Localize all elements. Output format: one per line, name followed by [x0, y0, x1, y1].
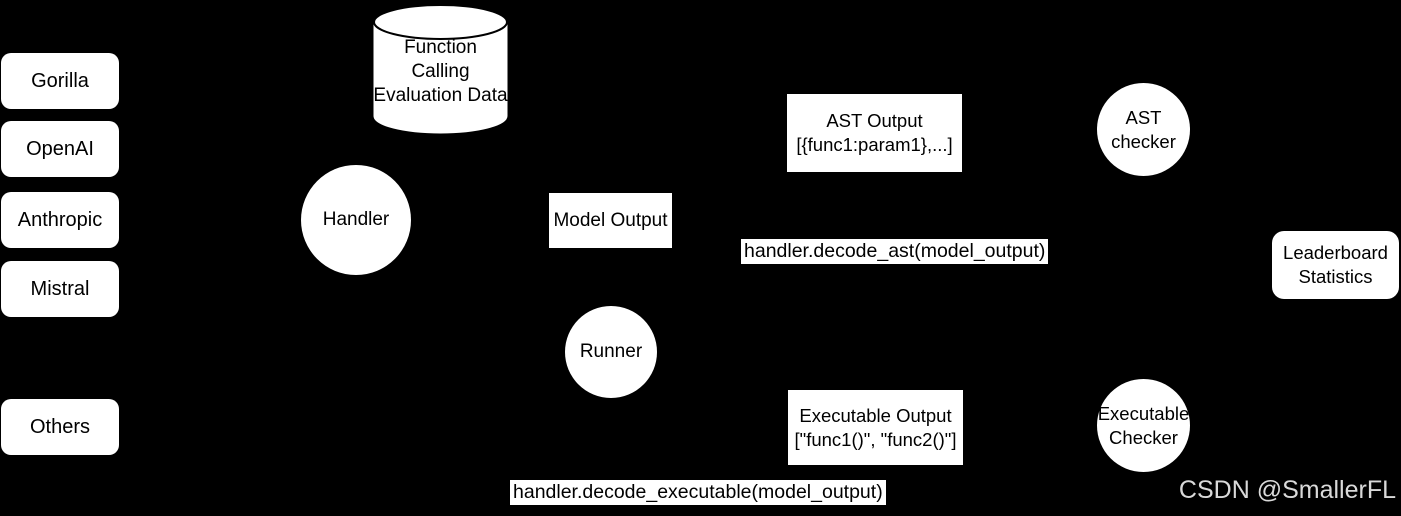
datastore-label: Function Calling Evaluation Data	[373, 37, 508, 106]
model-output-label: Model Output	[553, 209, 668, 231]
executable-output-detail: ["func1()", "func2()"]	[794, 428, 957, 450]
ast-checker-node: AST checker	[1097, 83, 1190, 176]
ast-output-node: AST Output [{func1:param1},...]	[787, 94, 962, 172]
model-box-anthropic: Anthropic	[1, 192, 119, 248]
executable-checker-node: Executable Checker	[1097, 379, 1190, 472]
csdn-watermark: CSDN @SmallerFL	[1178, 476, 1396, 504]
ast-checker-label: AST checker	[1111, 106, 1176, 152]
ast-output-title: AST Output	[826, 110, 923, 131]
decode-ast-label: handler.decode_ast(model_output)	[741, 239, 1049, 264]
ast-output-detail: [{func1:param1},...]	[796, 134, 953, 155]
runner-label: Runner	[579, 341, 643, 362]
database-cylinder-icon	[373, 4, 508, 134]
datastore-node: Function Calling Evaluation Data	[373, 3, 508, 135]
leaderboard-node: Leaderboard Statistics	[1272, 231, 1399, 299]
model-box-mistral: Mistral	[1, 261, 119, 317]
handler-node: Handler	[301, 165, 411, 275]
executable-output-title: Executable Output	[799, 404, 952, 426]
handler-label: Handler	[322, 209, 390, 230]
runner-node: Runner	[565, 306, 657, 398]
decode-executable-label: handler.decode_executable(model_output)	[510, 480, 886, 505]
executable-checker-label: Executable Checker	[1097, 402, 1190, 448]
executable-output-node: Executable Output ["func1()", "func2()"]	[788, 390, 963, 465]
model-box-gorilla: Gorilla	[1, 53, 119, 109]
leaderboard-label: Leaderboard Statistics	[1283, 242, 1388, 287]
model-box-openai: OpenAI	[1, 121, 119, 177]
model-box-others: Others	[1, 399, 119, 455]
model-output-node: Model Output	[549, 193, 672, 248]
